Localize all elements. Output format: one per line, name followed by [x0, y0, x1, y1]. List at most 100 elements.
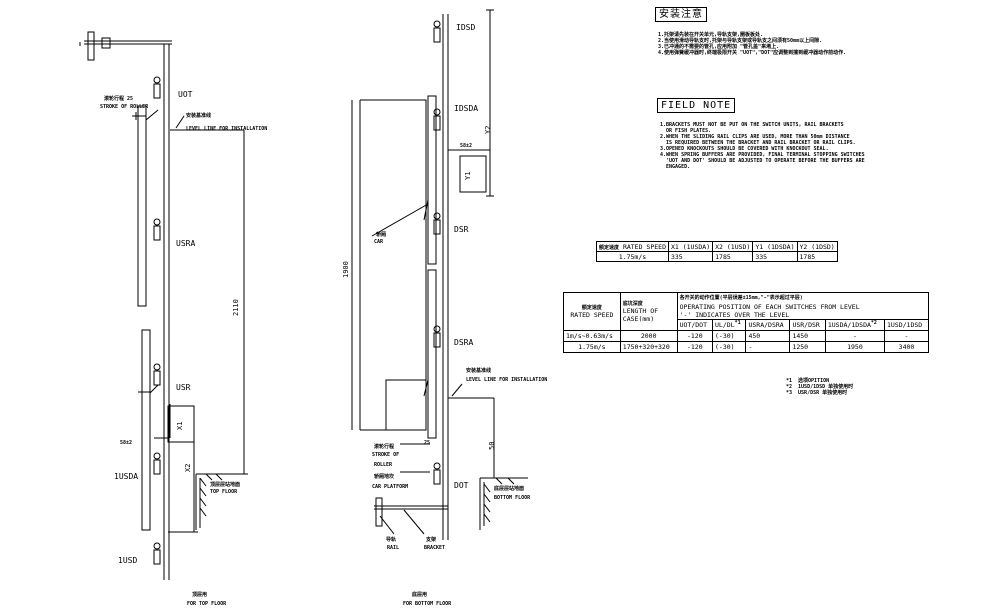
notes-en-title: FIELD NOTE: [657, 98, 736, 113]
table-cell: 1950: [824, 341, 885, 353]
footnotes: *1 选项OPITION *2 1USD/1DSD 单独使用时 *3 USR/D…: [786, 378, 853, 396]
left-stroke-en: STROKE OF ROLLER: [100, 104, 149, 110]
table-cell: (-30): [712, 341, 747, 353]
table-cell: (-30): [712, 330, 747, 342]
car-en: CAR: [374, 239, 384, 245]
footnote: *2 1USD/1DSD 单独使用时: [786, 384, 854, 390]
subheader-text: UL/DL: [715, 321, 735, 330]
table-cell: 1785: [712, 251, 754, 262]
right-stroke-cn: 滚轮行程: [374, 444, 395, 450]
notes-cn-line: 1.托架请先装在开关单元,导轨支架,圈板板处.: [658, 32, 764, 38]
notes-cn-line: 3.已冲通的不需要的管孔,应用附加 "管孔盖"来堵上.: [658, 44, 780, 50]
notes-en-line: 4.WHEN SPRING BUFFERS ARE PROVIDED, FINA…: [660, 152, 865, 158]
footnote: *1 选项OPITION: [786, 378, 830, 384]
left-lower-cam: [138, 329, 159, 531]
subheader-cell: 1USD/1DSD: [883, 319, 930, 331]
table-header-row: 额定速度 RATED SPEED 底坑深度 LENGTH OF CASE(mm)…: [563, 292, 930, 331]
usra-label: USRA: [176, 239, 196, 248]
dim-2110: 2110: [232, 299, 240, 316]
car-outline: [359, 99, 427, 431]
bottom-floor-en: BOTTOM FLOOR: [494, 495, 531, 501]
table-cell: -120: [676, 330, 714, 342]
table-cell: 3400: [883, 341, 930, 353]
header-length-en2: CASE(mm): [622, 314, 655, 323]
header-rated-speed: 额定速度 RATED SPEED: [563, 292, 621, 331]
right-level-cn: 安装基准线: [466, 368, 492, 374]
car-platform-en: CAR PLATFORM: [372, 484, 409, 490]
table-cell: 450: [745, 330, 791, 342]
right-stroke-25: 25: [424, 440, 431, 446]
dsr-label: DSR: [454, 225, 469, 234]
table-cell: -: [745, 341, 791, 353]
notes-en-line: 2.WHEN THE SLIDING RAIL CLIPS ARE USED, …: [660, 134, 850, 140]
table-cell: -: [824, 330, 885, 342]
notes-en-line: 'UOT AND DOT' SHOULD BE ADJUSTED TO OPER…: [660, 158, 865, 164]
top-floor-en: TOP FLOOR: [210, 489, 238, 495]
idsd-label: IDSD: [456, 23, 476, 32]
header-op-en2: '-' INDICATES OVER THE LEVEL: [679, 311, 790, 319]
table-cell: 1450: [789, 330, 826, 342]
subheader-cell: 1USDA/1DSDA*2: [824, 319, 885, 331]
top-floor-slab: [195, 473, 248, 530]
table-header-cell: X2 (1USD): [712, 241, 754, 252]
bottom-floor-slab: [479, 477, 528, 530]
left-upper-cam: [132, 105, 159, 307]
notes-en-line: 1.BRACKETS MUST NOT BE PUT ON THE SWITCH…: [660, 122, 844, 128]
top-floor-cn: 顶层层站地面: [210, 482, 241, 488]
table-row: 1m/s~0.63m/s 2000 -120 (-30) 450 1450 - …: [563, 330, 930, 342]
usr-label: USR: [176, 383, 191, 392]
dim-1900: 1900: [342, 261, 350, 278]
bracket-en: BRACKET: [424, 545, 446, 551]
table-cell: 1785: [796, 251, 838, 262]
table-cell: 335: [667, 251, 714, 262]
header-op-cn: 各开关的动作位置(平层误差±15mm,"-"表示超过平层): [679, 295, 803, 301]
bottom-caption-en: FOR BOTTOM FLOOR: [403, 601, 452, 607]
dim-50: 50: [488, 441, 496, 450]
subheader-cell: USR/DSR: [789, 319, 826, 331]
bottom-rail-bracket: [374, 497, 448, 535]
subheader-text: 1USDA/1DSDA: [827, 321, 871, 330]
dot-label: DOT: [454, 481, 469, 490]
y2-label: Y2: [484, 125, 492, 134]
top-rail-bracket: [79, 31, 172, 61]
top-caption-en: FOR TOP FLOOR: [187, 601, 227, 607]
bottom-caption-cn: 底层用: [412, 592, 428, 598]
header-rated-cn: 额定速度: [599, 244, 620, 251]
table-cell: 1250: [789, 341, 826, 353]
notes-en-line: 3.OPENED KNOCKOUTS SHOULD BE COVERED WIT…: [660, 146, 829, 152]
table-header-cell: Y1 (1DSDA): [752, 241, 798, 252]
notes-cn-list: 1.托架请先装在开关单元,导轨支架,圈板板处. 2.当使用滑动导轨支时,托架与导…: [658, 32, 846, 56]
table-cell: 1.75m/s: [596, 251, 669, 262]
header-operating-en: OPERATING POSITION OF EACH SWITCHES FROM…: [676, 303, 930, 320]
car-platform-cn: 轿厢地坎: [374, 474, 395, 480]
table-cell: 1750+320+320: [619, 341, 678, 353]
left-dim-58: 58±2: [120, 440, 133, 446]
right-stroke-en2: ROLLER: [374, 462, 393, 468]
table-row: 1.75m/s 335 1785 335 1785: [596, 251, 838, 262]
table-cell: -: [883, 330, 930, 342]
table-header-cell: 额定速度 RATED SPEED: [596, 241, 669, 252]
table-cell: 2000: [619, 330, 678, 342]
table-cell: -120: [676, 341, 714, 353]
left-guide-rail: [163, 44, 170, 580]
iusd-label: 1USD: [118, 556, 138, 565]
y1-label: Y1: [464, 171, 472, 180]
table-header-row: 额定速度 RATED SPEED X1 (1USDA) X2 (1USD) Y1…: [596, 241, 838, 252]
table-cell: 335: [752, 251, 798, 262]
rail-cn: 导轨: [386, 537, 397, 543]
table-cell: 1.75m/s: [563, 341, 621, 353]
header-rated-cn: 额定速度: [581, 304, 602, 311]
header-length-cn: 底坑深度: [622, 300, 643, 307]
header-rated-en: RATED SPEED: [570, 310, 614, 319]
rail-en: RAIL: [387, 545, 400, 551]
right-level-en: LEVEL LINE FOR INSTALLATION: [466, 377, 548, 383]
table-cell: 1m/s~0.63m/s: [563, 330, 621, 342]
header-length: 底坑深度 LENGTH OF CASE(mm): [619, 292, 678, 331]
sup-mark: *2: [870, 320, 877, 327]
subheader-cell: UL/DL*1: [712, 319, 747, 331]
header-rated-en: RATED SPEED: [622, 242, 666, 251]
footnote: *3 USR/DSR 单独使用时: [786, 390, 848, 396]
sup-mark: *1: [734, 320, 741, 327]
left-stroke-cn: 滚轮行程 25: [104, 96, 134, 102]
